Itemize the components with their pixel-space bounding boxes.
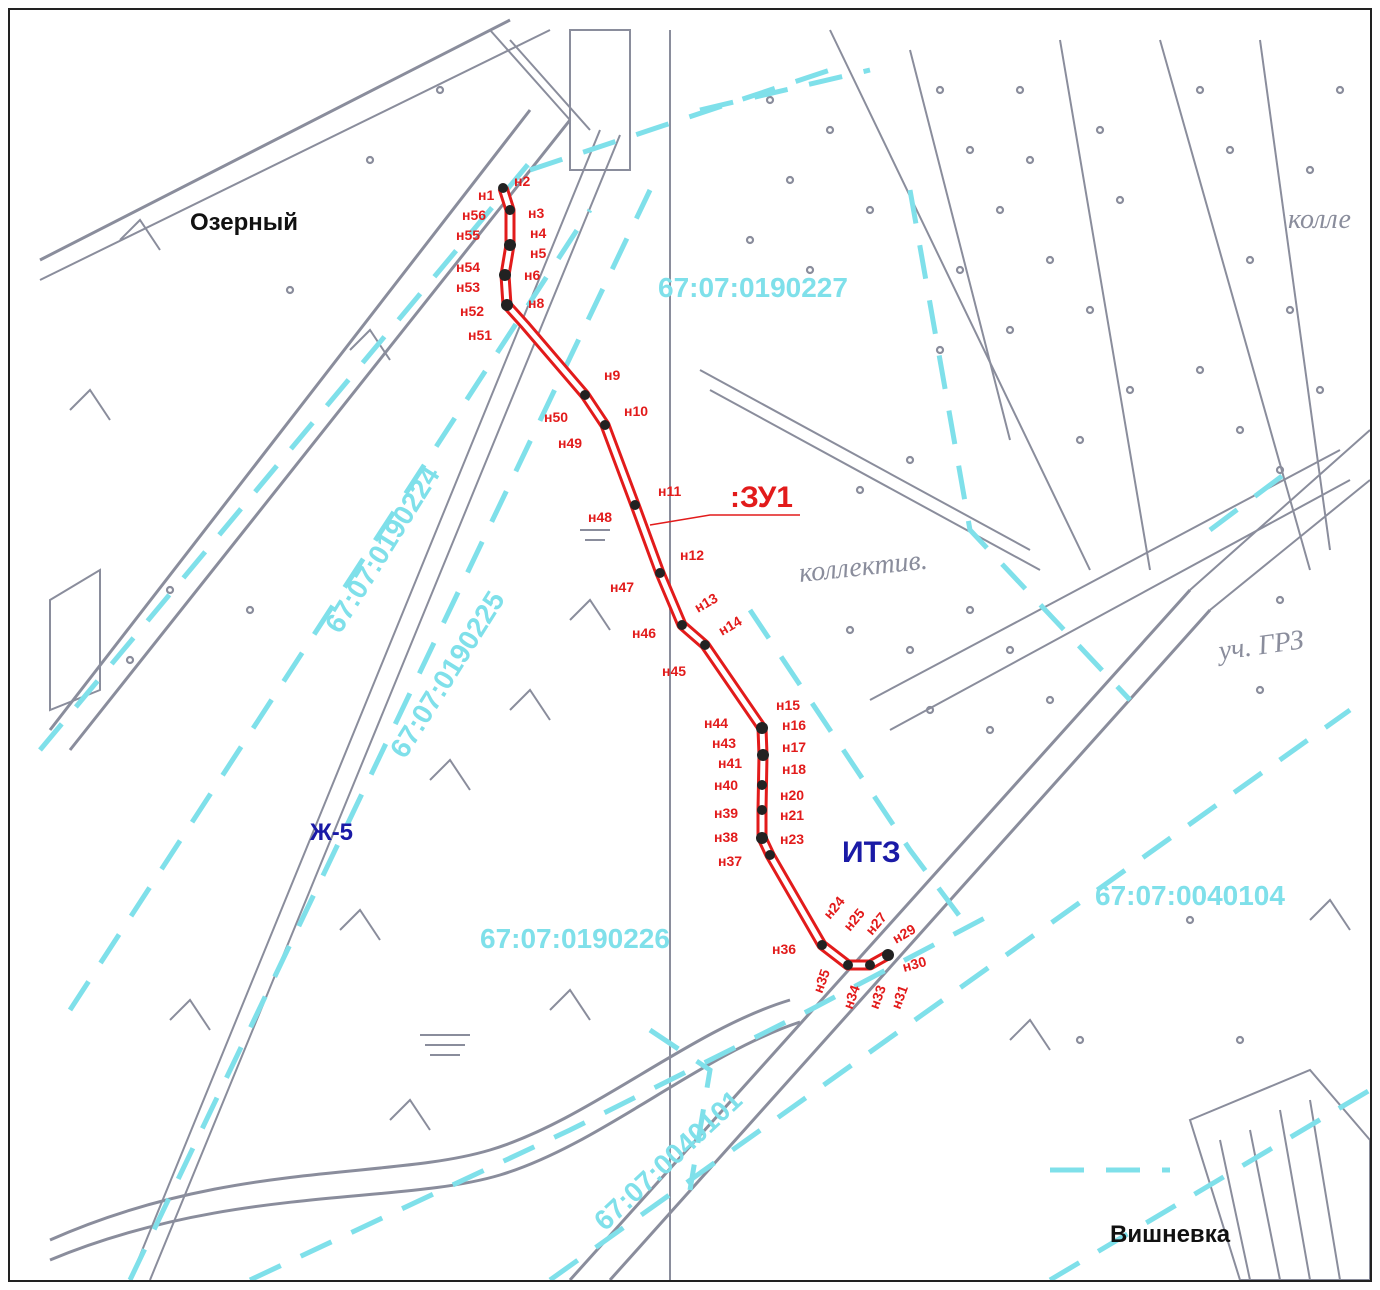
point-label-н15: н15 bbox=[776, 697, 800, 713]
topographic-map[interactable]: н1 н2 н3 н4 н5 н6 н8 н9 н10 н11 н12 н13 … bbox=[10, 10, 1370, 1280]
point-label-н8: н8 bbox=[528, 295, 544, 311]
point-label-н29: н29 bbox=[890, 921, 919, 947]
parcel-label-0190227: 67:07:0190227 bbox=[658, 272, 848, 303]
point-label-н12: н12 bbox=[680, 547, 704, 563]
cadastral-boundaries bbox=[38, 67, 1370, 1280]
point-label-н27: н27 bbox=[862, 909, 890, 938]
point-label-н16: н16 bbox=[782, 717, 806, 733]
point-label-н45: н45 bbox=[662, 663, 686, 679]
point-label-н24: н24 bbox=[820, 893, 848, 922]
point-label-н35: н35 bbox=[810, 967, 833, 995]
point-label-н2: н2 bbox=[514, 173, 530, 189]
point-label-н31: н31 bbox=[888, 983, 911, 1011]
parcel-label-0190226: 67:07:0190226 bbox=[480, 923, 670, 954]
point-label-н48: н48 bbox=[588, 509, 612, 525]
route-vertices bbox=[498, 183, 894, 970]
point-label-н43: н43 bbox=[712, 735, 736, 751]
map-frame: н1 н2 н3 н4 н5 н6 н8 н9 н10 н11 н12 н13 … bbox=[8, 8, 1372, 1282]
orchard-dots bbox=[125, 85, 1345, 1045]
point-label-н54: н54 bbox=[456, 259, 480, 275]
point-label-н11: н11 bbox=[658, 483, 681, 499]
place-label-vishnevka: Вишневка bbox=[1110, 1221, 1231, 1248]
point-label-н3: н3 bbox=[528, 205, 544, 221]
point-label-н10: н10 bbox=[624, 403, 648, 419]
place-label-kollektiv: коллектив. bbox=[797, 545, 929, 589]
point-label-н30: н30 bbox=[901, 953, 929, 975]
point-labels: н1 н2 н3 н4 н5 н6 н8 н9 н10 н11 н12 н13 … bbox=[456, 173, 928, 1011]
point-label-н55: н55 bbox=[456, 227, 480, 243]
place-label-uch-grz: уч. ГРЗ bbox=[1214, 624, 1306, 667]
point-label-н34: н34 bbox=[840, 983, 863, 1011]
point-label-н18: н18 bbox=[782, 761, 806, 777]
place-label-kolle: колле bbox=[1288, 204, 1351, 235]
point-label-н17: н17 bbox=[782, 739, 806, 755]
point-label-н5: н5 bbox=[530, 245, 546, 261]
point-label-н53: н53 bbox=[456, 279, 480, 295]
point-label-н41: н41 bbox=[718, 755, 742, 771]
parcel-label-0040104: 67:07:0040104 bbox=[1095, 880, 1285, 911]
point-label-н37: н37 bbox=[718, 853, 742, 869]
parcel-label-0190224: 67:07:0190224 bbox=[319, 460, 446, 638]
point-label-н33: н33 bbox=[866, 983, 889, 1011]
zone-labels: Ж-5 ИТЗ bbox=[309, 819, 901, 869]
point-label-н23: н23 bbox=[780, 831, 804, 847]
place-label-ozerny: Озерный bbox=[190, 209, 298, 236]
plot-label-zu1[interactable]: :ЗУ1 bbox=[730, 481, 793, 514]
point-label-н47: н47 bbox=[610, 579, 634, 595]
point-label-н56: н56 bbox=[462, 207, 486, 223]
point-label-н38: н38 bbox=[714, 829, 738, 845]
base-roads bbox=[39, 18, 1370, 1280]
point-label-н44: н44 bbox=[704, 715, 728, 731]
zone-label-itz: ИТЗ bbox=[842, 836, 901, 869]
point-label-н50: н50 bbox=[544, 409, 568, 425]
zone-label-zh5: Ж-5 bbox=[309, 819, 353, 846]
point-label-н39: н39 bbox=[714, 805, 738, 821]
point-label-н49: н49 bbox=[558, 435, 582, 451]
point-label-н46: н46 bbox=[632, 625, 656, 641]
point-label-н14: н14 bbox=[716, 613, 745, 639]
point-label-н51: н51 bbox=[468, 327, 492, 343]
point-label-н13: н13 bbox=[692, 590, 721, 616]
point-label-н20: н20 bbox=[780, 787, 804, 803]
point-label-н4: н4 bbox=[530, 225, 546, 241]
plot-leader-line bbox=[649, 514, 800, 526]
point-label-н21: н21 bbox=[780, 807, 804, 823]
point-label-н9: н9 bbox=[604, 367, 620, 383]
point-label-н36: н36 bbox=[772, 941, 796, 957]
point-label-н1: н1 bbox=[478, 187, 494, 203]
point-label-н52: н52 bbox=[460, 303, 484, 319]
point-label-н40: н40 bbox=[714, 777, 738, 793]
point-label-н6: н6 bbox=[524, 267, 540, 283]
